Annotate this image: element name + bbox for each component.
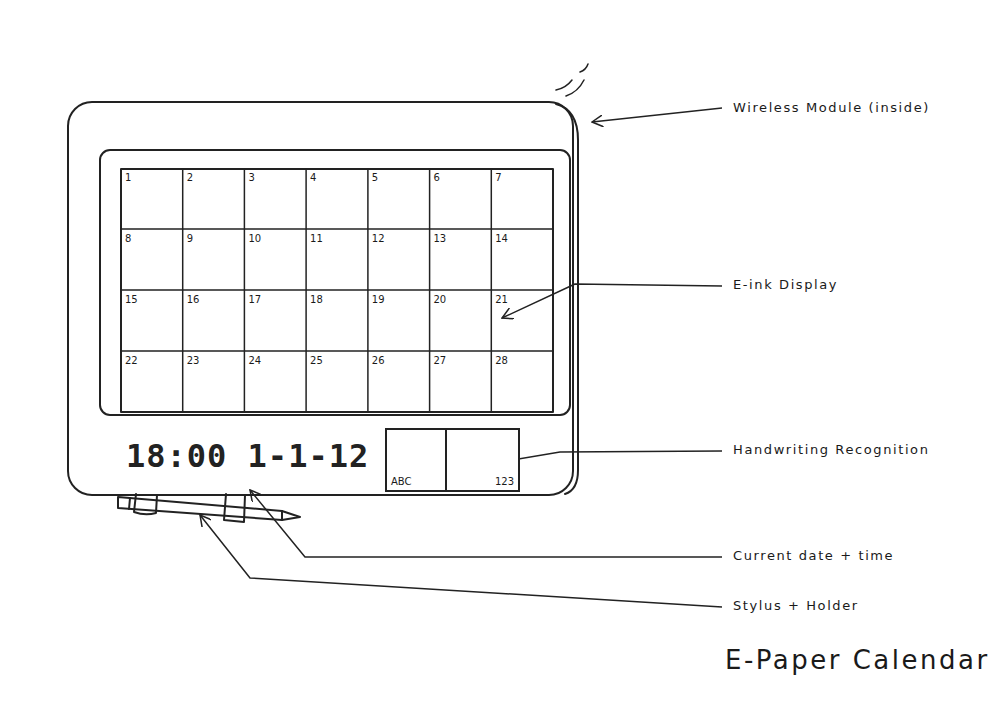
leader-line	[250, 490, 722, 557]
day-number: 6	[434, 172, 440, 184]
day-number: 12	[372, 233, 385, 245]
day-number: 15	[125, 294, 138, 306]
day-number: 21	[495, 294, 508, 306]
device-housing	[68, 102, 573, 495]
leader-line	[592, 108, 722, 122]
screen-inner	[121, 169, 553, 412]
callout-label: Handwriting Recognition	[733, 443, 930, 458]
day-number: 17	[248, 294, 261, 306]
day-number: 2	[187, 172, 193, 184]
day-number: 3	[248, 172, 254, 184]
day-number: 20	[434, 294, 447, 306]
day-number: 23	[187, 355, 200, 367]
day-number: 18	[310, 294, 323, 306]
input-box-label: 123	[495, 476, 514, 487]
number-input-box: 123	[445, 428, 520, 492]
callout-label: Wireless Module (inside)	[733, 101, 930, 116]
day-number: 26	[372, 355, 385, 367]
day-number: 11	[310, 233, 323, 245]
day-number: 8	[125, 233, 131, 245]
day-number: 24	[248, 355, 261, 367]
day-number: 27	[434, 355, 447, 367]
day-number: 19	[372, 294, 385, 306]
callout-label: E-ink Display	[733, 278, 838, 293]
leader-line	[502, 284, 722, 318]
day-number: 25	[310, 355, 323, 367]
day-number: 5	[372, 172, 378, 184]
leader-line	[200, 515, 722, 607]
stylus-holder	[134, 494, 245, 522]
leader-line	[500, 451, 722, 462]
wireless-waves	[556, 64, 588, 96]
day-number: 4	[310, 172, 316, 184]
day-number: 10	[248, 233, 261, 245]
day-number: 22	[125, 355, 138, 367]
callout-label: Stylus + Holder	[733, 599, 859, 614]
diagram-title: E-Paper Calendar	[725, 646, 990, 676]
input-box-label: ABC	[391, 476, 412, 487]
day-number: 9	[187, 233, 193, 245]
day-number: 28	[495, 355, 508, 367]
day-number: 1	[125, 172, 131, 184]
day-number: 14	[495, 233, 508, 245]
housing-edge	[556, 104, 578, 494]
day-number: 16	[187, 294, 200, 306]
day-number: 13	[434, 233, 447, 245]
date-time-readout: 18:00 1-1-12	[126, 438, 369, 475]
letter-input-box: ABC	[385, 428, 447, 492]
callout-label: Current date + time	[733, 549, 894, 564]
calendar-grid	[121, 169, 553, 412]
screen-bezel	[100, 150, 570, 415]
day-number: 7	[495, 172, 501, 184]
